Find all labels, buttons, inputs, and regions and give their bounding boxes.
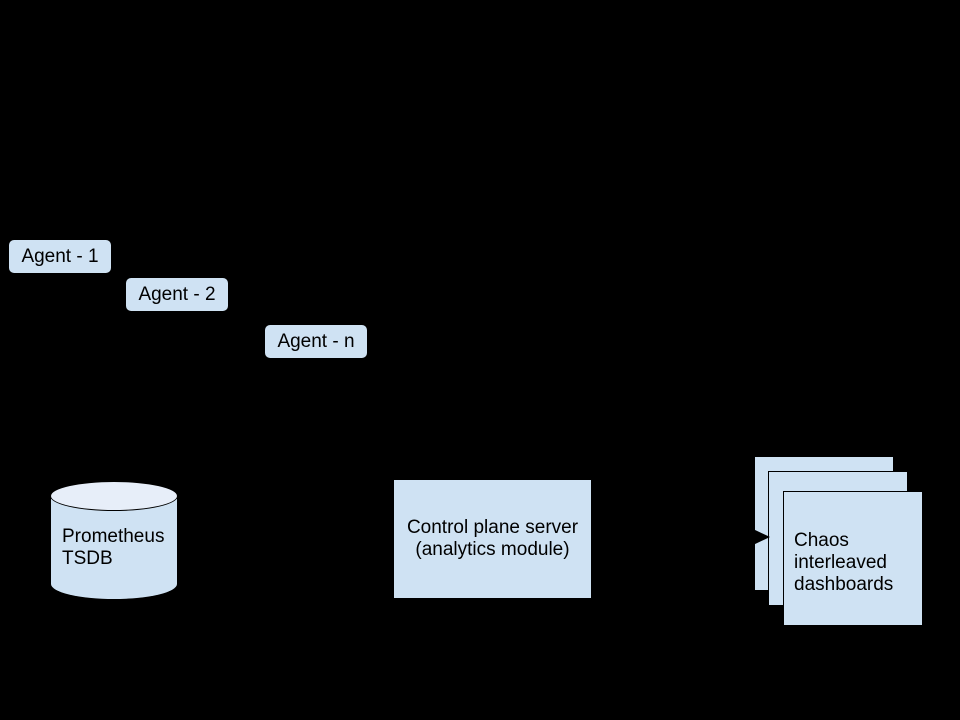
agent-2-label: Agent - 2: [138, 283, 216, 305]
control-plane-server-node: Control plane server (analytics module): [393, 479, 592, 599]
dashboard-card-front: Chaos interleaved dashboards: [783, 491, 923, 626]
agent-1-node: Agent - 1: [8, 239, 112, 274]
agent-n-node: Agent - n: [264, 324, 368, 359]
arrow-control-to-dashboards-line: [592, 536, 753, 538]
prometheus-tsdb-node: Prometheus TSDB: [50, 481, 178, 600]
arrow-right-icon: [753, 529, 770, 545]
dashboards-stack: Chaos interleaved dashboards: [754, 456, 924, 626]
cylinder-top: [50, 481, 178, 511]
prometheus-tsdb-label: Prometheus TSDB: [62, 526, 165, 569]
control-plane-server-label: Control plane server (analytics module): [406, 517, 579, 560]
agent-1-label: Agent - 1: [21, 245, 99, 267]
agent-n-label: Agent - n: [277, 330, 355, 352]
agent-2-node: Agent - 2: [125, 277, 229, 312]
dashboards-label: Chaos interleaved dashboards: [794, 530, 894, 595]
cylinder-body: [50, 496, 178, 600]
